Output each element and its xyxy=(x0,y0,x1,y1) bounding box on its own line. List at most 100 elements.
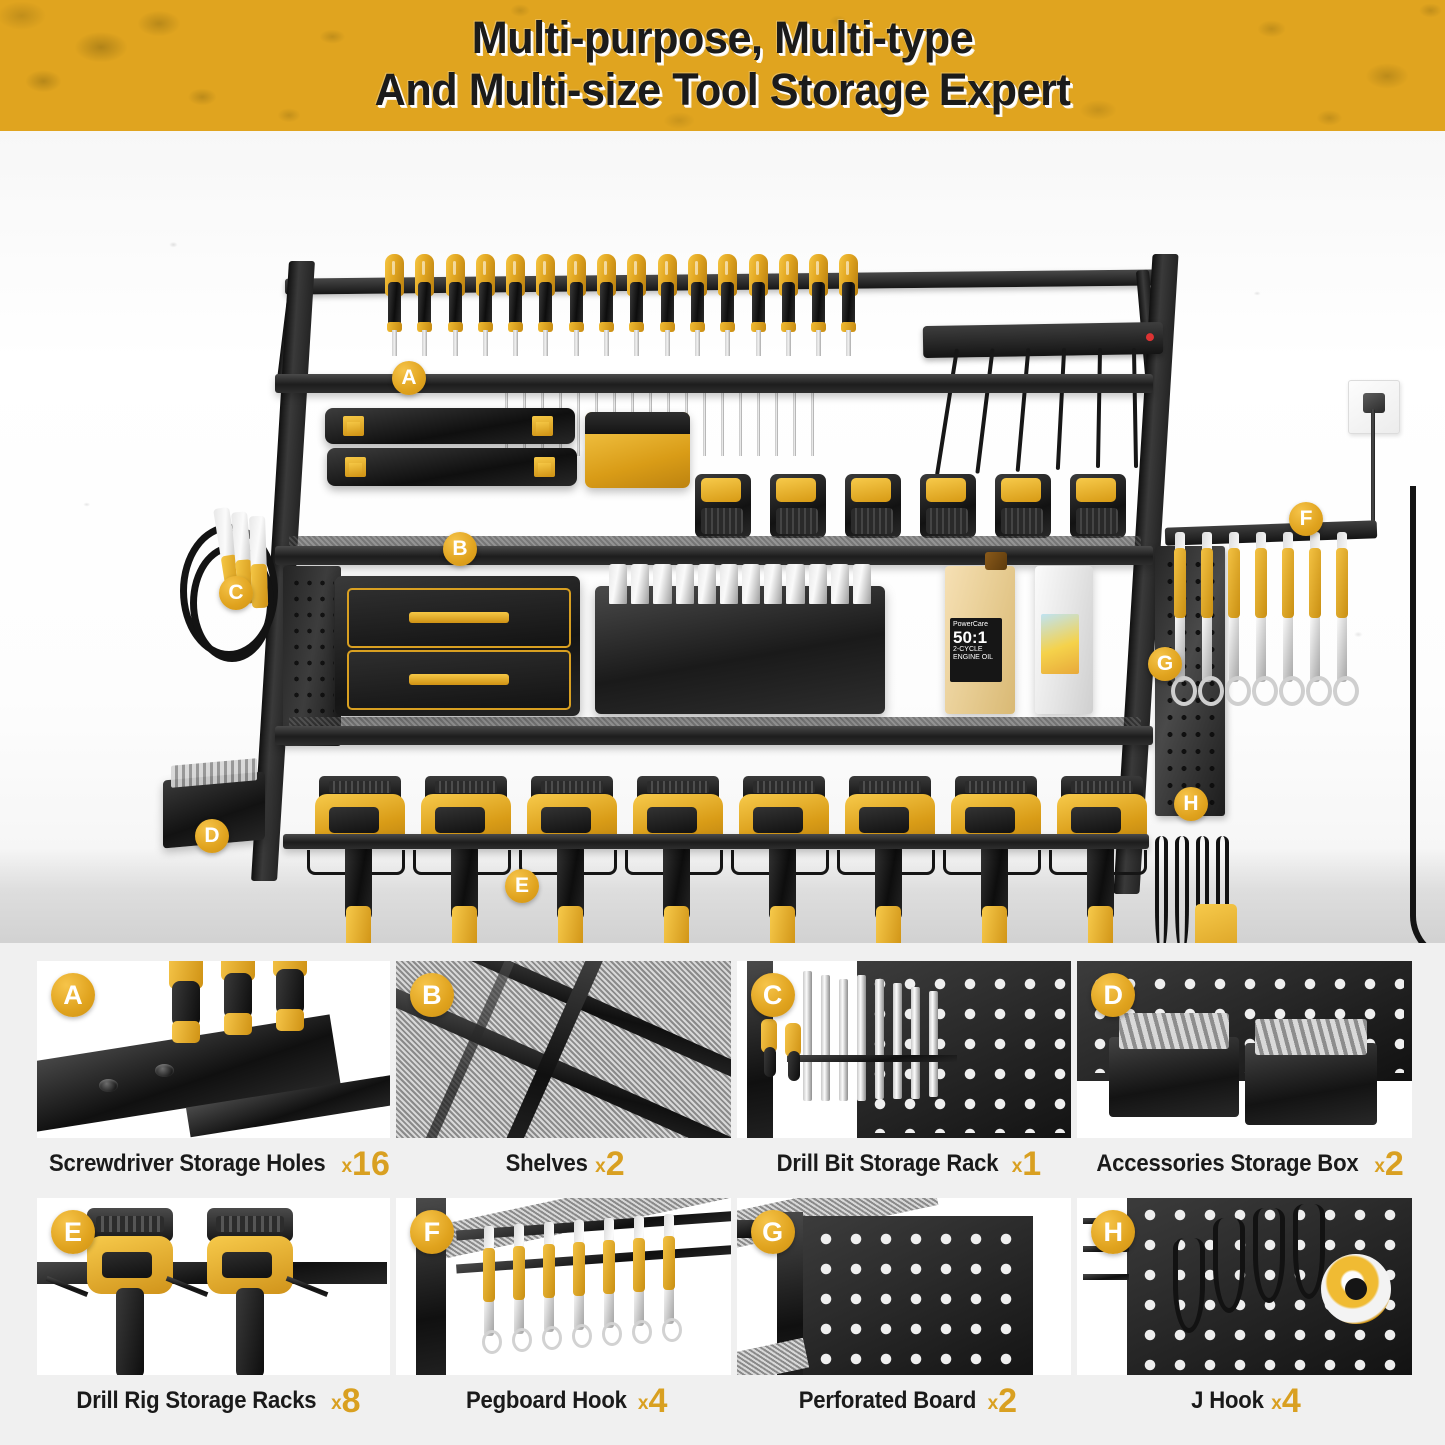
cordless-drill xyxy=(519,776,617,943)
screwdriver xyxy=(504,254,527,356)
page-title: Multi-purpose, Multi-type And Multi-size… xyxy=(374,12,1071,115)
screwdriver xyxy=(686,254,709,356)
power-strip xyxy=(922,321,1164,359)
feature-qty-c: x1 xyxy=(1011,1144,1042,1183)
socket-set xyxy=(609,564,872,604)
screwdriver xyxy=(716,254,739,356)
feature-card-grid: A Screwdriver Storage Holes x16 xyxy=(37,961,1412,1427)
feature-card-d[interactable]: D Accessories Storage Box x2 xyxy=(1077,961,1412,1190)
shelf-upper xyxy=(275,374,1153,393)
wrench xyxy=(1279,532,1305,737)
feature-label-a: Screwdriver Storage Holes xyxy=(49,1150,326,1177)
drawer xyxy=(347,588,571,648)
hanging-tool xyxy=(1195,904,1237,943)
power-plug-icon xyxy=(1363,393,1385,413)
feature-photo-a: A xyxy=(37,961,390,1138)
feature-card-e[interactable]: E Drill Rig Storage Racks x8 xyxy=(37,1198,390,1427)
oil-bottle-label: PowerCare 50:1 2-CYCLE ENGINE OIL xyxy=(950,618,1002,682)
bit-shaft xyxy=(757,386,760,456)
card-badge-b: B xyxy=(409,973,454,1017)
card-badge-g: G xyxy=(750,1210,795,1254)
feature-caption-c: Drill Bit Storage Rack x1 xyxy=(736,1138,1072,1190)
bit-shaft xyxy=(721,386,724,456)
feature-caption-e: Drill Rig Storage Racks x8 xyxy=(37,1375,390,1427)
wrench xyxy=(1252,532,1278,737)
feature-label-g: Perforated Board xyxy=(798,1387,976,1414)
feature-photo-g: G xyxy=(736,1198,1072,1375)
screwdriver xyxy=(565,254,588,356)
bit-shaft xyxy=(793,386,796,456)
large-u-hook xyxy=(1410,486,1445,943)
wall-socket xyxy=(1348,380,1400,534)
banner-texture xyxy=(0,0,1445,131)
callout-badge-g: G xyxy=(1148,647,1182,681)
feature-photo-d: D xyxy=(1077,961,1412,1138)
feature-card-h[interactable]: H J Hook x4 xyxy=(1077,1198,1412,1427)
feature-caption-a: Screwdriver Storage Holes x16 xyxy=(37,1138,390,1190)
screwdriver xyxy=(444,254,467,356)
callout-badge-c: C xyxy=(219,576,253,610)
bit-shaft xyxy=(577,386,580,456)
cordless-drill xyxy=(307,776,405,943)
feature-card-b[interactable]: B Shelves x2 xyxy=(395,961,731,1190)
feature-label-b: Shelves xyxy=(505,1150,588,1177)
feature-card-f[interactable]: F Pegboard Hook x4 xyxy=(395,1198,731,1427)
callout-badge-b: B xyxy=(443,532,477,566)
battery-pack xyxy=(695,468,751,538)
j-hook xyxy=(1195,836,1209,943)
screwdriver xyxy=(807,254,830,356)
feature-photo-h: H xyxy=(1077,1198,1412,1375)
tool-case xyxy=(327,448,577,486)
feature-qty-g: x2 xyxy=(987,1381,1018,1420)
charger-cable xyxy=(1095,347,1103,469)
wrench xyxy=(1198,532,1224,737)
tool-rack: PowerCare 50:1 2-CYCLE ENGINE OIL xyxy=(155,236,1445,943)
feature-photo-f: F xyxy=(395,1198,731,1375)
screwdriver xyxy=(474,254,497,356)
charger-cable xyxy=(975,348,995,474)
wrench xyxy=(1171,532,1197,737)
feature-photo-e: E xyxy=(37,1198,390,1375)
wrench-set xyxy=(1171,532,1381,747)
feature-caption-f: Pegboard Hook x4 xyxy=(395,1375,731,1427)
wrench xyxy=(1306,532,1332,737)
feature-photo-c: C xyxy=(736,961,1072,1138)
shelf-mesh-upper xyxy=(289,536,1141,547)
screwdriver xyxy=(625,254,648,356)
charger-cable xyxy=(1131,347,1139,469)
oil-bottle: PowerCare 50:1 2-CYCLE ENGINE OIL xyxy=(945,552,1015,714)
wrench xyxy=(1333,532,1359,737)
screwdriver xyxy=(383,254,406,356)
shelf-middle xyxy=(275,546,1153,565)
feature-caption-h: J Hook x4 xyxy=(1077,1375,1412,1427)
j-hook-set xyxy=(1155,836,1229,943)
bit-shaft xyxy=(739,386,742,456)
feature-caption-d: Accessories Storage Box x2 xyxy=(1077,1138,1412,1190)
socket-bin xyxy=(595,564,885,714)
feature-card-g[interactable]: G Perforated Board x2 xyxy=(736,1198,1072,1427)
screwdriver xyxy=(747,254,770,356)
bit-shaft xyxy=(703,386,706,456)
feature-card-a[interactable]: A Screwdriver Storage Holes x16 xyxy=(37,961,390,1190)
callout-badge-a: A xyxy=(392,361,426,395)
battery-charger-row xyxy=(695,468,1140,540)
feature-label-e: Drill Rig Storage Racks xyxy=(76,1387,317,1414)
screwdriver xyxy=(777,254,800,356)
feature-card-section: A Screwdriver Storage Holes x16 xyxy=(0,943,1445,1445)
card-badge-d: D xyxy=(1091,973,1136,1017)
charger-cable xyxy=(935,348,959,476)
feature-caption-g: Perforated Board x2 xyxy=(736,1375,1072,1427)
oil-brand: PowerCare xyxy=(953,621,989,628)
feature-label-c: Drill Bit Storage Rack xyxy=(776,1150,999,1177)
callout-badge-e: E xyxy=(505,869,539,903)
card-badge-a: A xyxy=(51,973,95,1017)
screwdriver xyxy=(837,254,860,356)
bit-shaft xyxy=(811,386,814,456)
feature-card-c[interactable]: C Drill Bit Storage Rack x1 xyxy=(736,961,1072,1190)
screwdriver xyxy=(595,254,618,356)
j-hook xyxy=(1175,836,1189,943)
screwdriver xyxy=(413,254,436,356)
oil-ratio: 50:1 xyxy=(953,628,988,647)
callout-badge-f: F xyxy=(1289,502,1323,536)
battery-pack xyxy=(845,468,901,538)
